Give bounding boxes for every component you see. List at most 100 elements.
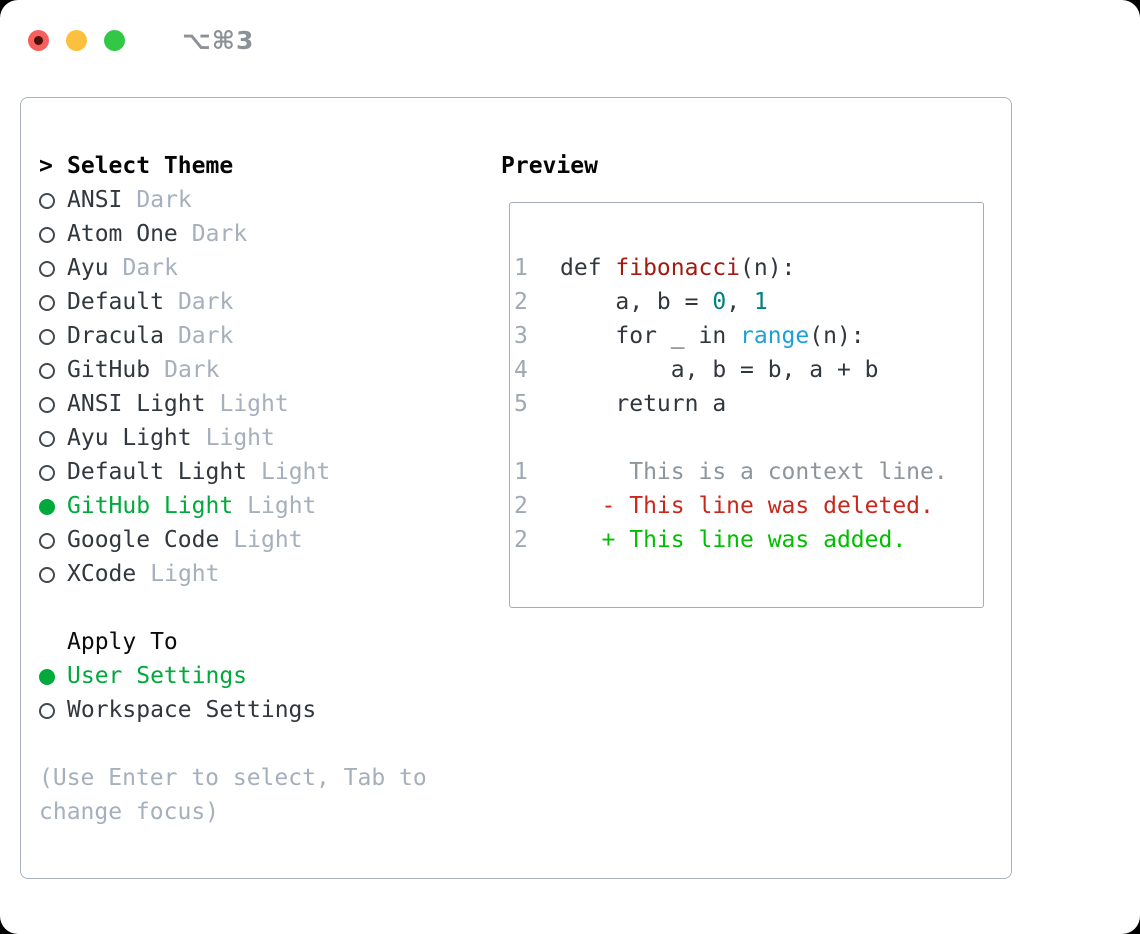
theme-option-google-code[interactable]: Google Code Light: [39, 523, 501, 557]
diff-snippet: 1 This is a context line.2 - This line w…: [514, 455, 983, 557]
theme-option-github-light[interactable]: GitHub Light Light: [39, 489, 501, 523]
apply-option-label: User Settings: [67, 663, 248, 689]
theme-variant-tag: Dark: [164, 357, 220, 383]
theme-variant-tag: Light: [247, 493, 317, 519]
code-segment: for _ in: [560, 323, 741, 349]
theme-option-default[interactable]: Default Dark: [39, 285, 501, 319]
line-number: 4: [514, 357, 528, 383]
code-segment: ,: [726, 289, 754, 315]
theme-option-atom-one[interactable]: Atom One Dark: [39, 217, 501, 251]
diff-line-added: 2 + This line was added.: [514, 523, 983, 557]
theme-option-github[interactable]: GitHub Dark: [39, 353, 501, 387]
line-number: 3: [514, 323, 528, 349]
radio-icon: [39, 227, 55, 243]
theme-option-xcode[interactable]: XCode Light: [39, 557, 501, 591]
theme-variant-tag: Light: [219, 391, 289, 417]
theme-option-ayu[interactable]: Ayu Dark: [39, 251, 501, 285]
theme-option-dracula[interactable]: Dracula Dark: [39, 319, 501, 353]
code-line: 4 a, b = b, a + b: [514, 353, 983, 387]
radio-icon: [39, 363, 55, 379]
apply-option-label: Workspace Settings: [67, 697, 317, 723]
minimize-button[interactable]: [66, 30, 87, 51]
apply-option-user-settings[interactable]: User Settings: [39, 659, 501, 693]
hint-text: (Use Enter to select, Tab to change focu…: [39, 765, 427, 825]
radio-icon: [39, 295, 55, 311]
theme-name: Default: [67, 289, 164, 315]
line-number: 1: [514, 459, 528, 485]
radio-icon: [39, 703, 55, 719]
radio-icon: [39, 329, 55, 345]
theme-variant-tag: Light: [205, 425, 275, 451]
theme-name: Ayu Light: [67, 425, 192, 451]
code-segment: range: [740, 323, 810, 349]
theme-name: Atom One: [67, 221, 178, 247]
radio-selected-icon: [39, 499, 55, 515]
spacer: [39, 727, 501, 761]
theme-name: GitHub: [67, 357, 151, 383]
code-segment: 0: [712, 289, 727, 315]
code-segment: (n):: [809, 323, 865, 349]
theme-variant-tag: Light: [233, 527, 303, 553]
radio-icon: [39, 397, 55, 413]
theme-name: Ayu: [67, 255, 109, 281]
theme-variant-tag: Dark: [191, 221, 248, 247]
code-segment: a, b =: [560, 289, 713, 315]
theme-name: ANSI Light: [67, 391, 206, 417]
radio-icon: [39, 193, 55, 209]
theme-variant-tag: Dark: [177, 289, 234, 315]
line-number: 1: [514, 255, 528, 281]
diff-line-context: 1 This is a context line.: [514, 455, 983, 489]
theme-name: XCode: [67, 561, 137, 587]
theme-variant-tag: Light: [261, 459, 331, 485]
unsaved-dot-icon: [34, 36, 43, 45]
radio-icon: [39, 567, 55, 583]
code-segment: 1: [753, 289, 768, 315]
line-number: 5: [514, 391, 528, 417]
theme-variant-tag: Dark: [122, 255, 178, 281]
theme-variant-tag: Light: [150, 561, 220, 587]
code-segment: fibonacci: [615, 255, 741, 281]
select-theme-title: Select Theme: [67, 153, 234, 179]
theme-option-default-light[interactable]: Default Light Light: [39, 455, 501, 489]
titlebar: ⌥⌘3: [28, 26, 254, 55]
theme-option-ayu-light[interactable]: Ayu Light Light: [39, 421, 501, 455]
apply-option-workspace-settings[interactable]: Workspace Settings: [39, 693, 501, 727]
line-number: 2: [514, 527, 528, 553]
radio-icon: [39, 533, 55, 549]
theme-name: GitHub Light: [67, 493, 234, 519]
prompt-icon: >: [39, 153, 53, 179]
code-segment: a, b = b, a + b: [560, 357, 879, 383]
radio-icon: [39, 431, 55, 447]
code-line: 3 for _ in range(n):: [514, 319, 983, 353]
line-number: 2: [514, 493, 528, 519]
theme-name: Default Light: [67, 459, 248, 485]
theme-option-ansi-light[interactable]: ANSI Light Light: [39, 387, 501, 421]
code-line: 5 return a: [514, 387, 983, 421]
select-theme-header: > Select Theme: [39, 149, 501, 183]
close-button[interactable]: [28, 30, 49, 51]
code-line: 2 a, b = 0, 1: [514, 285, 983, 319]
zoom-button[interactable]: [104, 30, 125, 51]
diff-line-deleted: 2 - This line was deleted.: [514, 489, 983, 523]
apply-to-title: Apply To: [67, 629, 178, 655]
theme-name: Dracula: [67, 323, 164, 349]
radio-icon: [39, 465, 55, 481]
spacer: [39, 591, 501, 625]
diff-text: - This line was deleted.: [560, 493, 934, 519]
preview-title: Preview: [501, 153, 598, 179]
spacer: [514, 421, 983, 455]
diff-text: This is a context line.: [560, 459, 948, 485]
code-segment: (n):: [740, 255, 796, 281]
diff-text: + This line was added.: [560, 527, 907, 553]
theme-name: Google Code: [67, 527, 220, 553]
theme-variant-tag: Dark: [177, 323, 234, 349]
radio-icon: [39, 261, 55, 277]
